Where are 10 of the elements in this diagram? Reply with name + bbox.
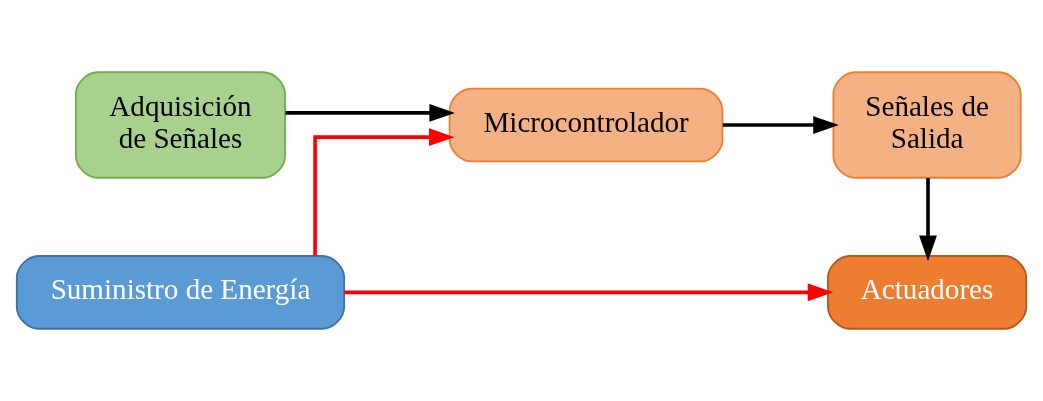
node-box: Señales de Salida: [832, 71, 1022, 179]
node-box: Adquisición de Señales: [75, 71, 286, 179]
node-box: Suministro de Energía: [15, 255, 346, 330]
arrow: [285, 103, 455, 122]
arrow: [722, 116, 839, 134]
node-box: Actuadores: [827, 255, 1028, 330]
arrow: [344, 283, 834, 302]
node-box: Microcontrolador: [448, 87, 724, 163]
arrow: [313, 128, 455, 256]
arrow: [919, 177, 937, 262]
